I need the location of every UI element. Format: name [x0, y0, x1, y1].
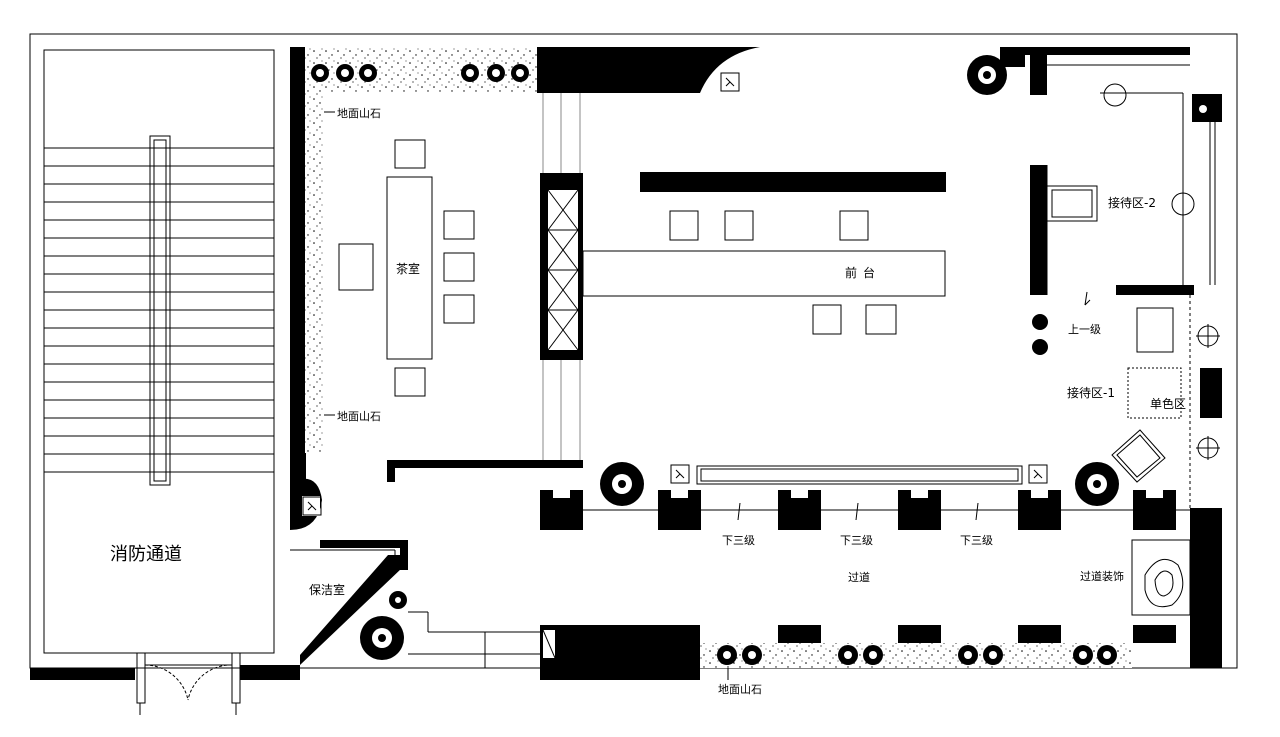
single-color-zone-label: 单色区 — [1150, 397, 1186, 411]
chair — [865, 304, 897, 335]
fire-exit-label: 消防通道 — [110, 544, 182, 565]
tea-room — [338, 139, 475, 397]
plant-icon — [311, 64, 329, 82]
column-symbol-icon — [1196, 436, 1220, 460]
partition-walls — [387, 93, 583, 482]
up-one-level-label: 上一级 — [1068, 323, 1101, 336]
corridor-decor-label: 过道装饰 — [1080, 569, 1124, 583]
chair — [394, 367, 426, 397]
plant-icon — [717, 645, 737, 665]
down-three-label-2: 下三级 — [840, 534, 873, 547]
plant-icon — [742, 645, 762, 665]
outer-walls — [30, 47, 306, 680]
front-desk-label: 前台 — [845, 265, 881, 280]
plant-icon — [461, 64, 479, 82]
stair-handrail — [149, 135, 171, 486]
tea-room-label: 茶室 — [396, 261, 420, 276]
cleaning-room-label: 保洁室 — [309, 582, 345, 597]
chair — [338, 243, 374, 291]
plant-icon — [487, 64, 505, 82]
step-up-marker — [1032, 291, 1091, 355]
outer-boundary — [29, 33, 1238, 669]
plant-icon — [958, 645, 978, 665]
chair — [443, 294, 475, 324]
column-marker-icon — [302, 496, 322, 516]
plant-icon — [1075, 462, 1119, 506]
plant-icon — [1097, 645, 1117, 665]
plant-icon — [1073, 645, 1093, 665]
plant-icon — [359, 64, 377, 82]
chair — [394, 139, 426, 169]
plant-icon — [600, 462, 644, 506]
front-desk — [582, 172, 946, 335]
down-three-label-3: 下三级 — [960, 534, 993, 547]
reception-1-label: 接待区-1 — [1067, 385, 1115, 400]
right-walls — [1131, 508, 1222, 668]
chair — [443, 210, 475, 240]
plant-icon — [967, 55, 1007, 95]
garden-strip-left — [305, 93, 323, 453]
plant-icon — [511, 64, 529, 82]
chair — [839, 210, 869, 241]
chair — [812, 304, 842, 335]
rockery-label-left: 地面山石 — [337, 410, 381, 423]
columns-upper — [540, 490, 1176, 530]
reception-2-label: 接待区-2 — [1108, 195, 1156, 210]
column-symbol-icon — [1196, 324, 1220, 348]
cleaning-room — [290, 462, 408, 680]
column-marker-icon — [720, 72, 740, 92]
chair — [443, 252, 475, 282]
column-marker-icon — [1028, 464, 1048, 484]
plant-icon — [863, 645, 883, 665]
reception-1 — [1111, 295, 1222, 510]
corridor-label: 过道 — [848, 570, 870, 584]
rockery-label-bottom: 地面山石 — [718, 683, 762, 696]
column-marker-icon — [670, 464, 690, 484]
plant-icon — [983, 645, 1003, 665]
entrance-door — [136, 652, 241, 715]
fire-exit-stair — [43, 49, 275, 654]
garden-plants-top — [311, 64, 529, 82]
plant-icon — [389, 591, 407, 609]
garden-strip-bottom — [700, 643, 1132, 668]
screen-panel — [540, 173, 583, 360]
chair — [724, 210, 754, 241]
step-down-markers — [737, 502, 979, 521]
chair — [669, 210, 699, 241]
reception-2 — [1030, 64, 1222, 295]
down-three-label-1: 下三级 — [722, 534, 755, 547]
plant-icon — [838, 645, 858, 665]
tea-table — [386, 176, 433, 360]
plant-icon — [360, 616, 404, 660]
garden-plants-bottom — [717, 645, 1117, 665]
stair-treads — [44, 147, 274, 473]
plant-icon — [336, 64, 354, 82]
rockery-label-top: 地面山石 — [337, 107, 381, 120]
top-walls — [537, 47, 1190, 95]
